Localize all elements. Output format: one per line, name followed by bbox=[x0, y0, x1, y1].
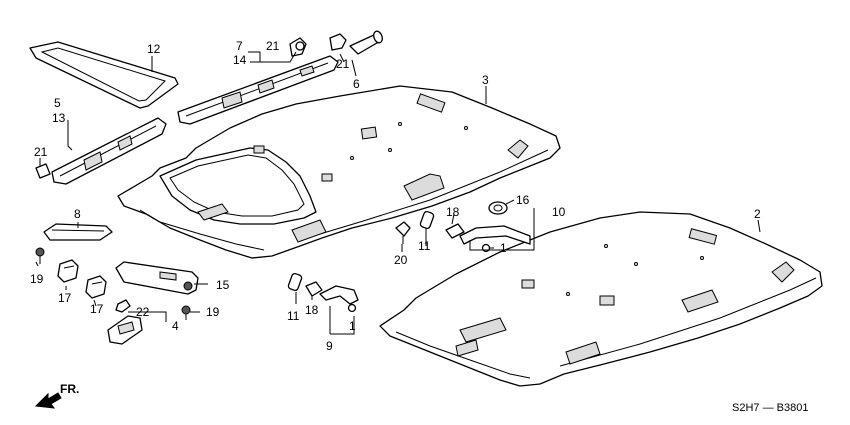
callout-22: 22 bbox=[136, 305, 150, 319]
callout-19-left: 19 bbox=[30, 272, 44, 286]
callout-9: 9 bbox=[326, 339, 333, 353]
callout-12: 12 bbox=[147, 42, 161, 56]
callout-1-left: 1 bbox=[349, 319, 356, 333]
callout-14: 14 bbox=[233, 53, 247, 67]
callout-15: 15 bbox=[216, 278, 230, 292]
part-side-rail bbox=[51, 117, 167, 185]
callout-20: 20 bbox=[394, 253, 408, 267]
callout-16: 16 bbox=[516, 193, 530, 207]
callouts: 12 7 14 21 21 6 3 5 13 21 8 19 17 17 15 … bbox=[30, 39, 761, 353]
fasteners bbox=[35, 30, 531, 320]
callout-17-a: 17 bbox=[58, 291, 72, 305]
callout-4: 4 bbox=[172, 319, 179, 333]
callout-3: 3 bbox=[482, 73, 489, 87]
part-sunroof-seal bbox=[29, 41, 179, 109]
part-sunvisor-left bbox=[43, 223, 113, 241]
part-headliner-sunroof bbox=[117, 85, 561, 259]
callout-8: 8 bbox=[74, 207, 81, 221]
callout-7: 7 bbox=[236, 39, 243, 53]
callout-21-left: 21 bbox=[34, 145, 48, 159]
callout-21-top-right: 21 bbox=[336, 57, 350, 71]
callout-13: 13 bbox=[52, 111, 66, 125]
callout-19-right: 19 bbox=[206, 305, 220, 319]
callout-11-left: 11 bbox=[287, 309, 300, 323]
callout-2: 2 bbox=[754, 207, 761, 221]
part-sunvisor-right bbox=[115, 261, 199, 295]
direction-label: FR. bbox=[60, 382, 79, 396]
part-headliner bbox=[379, 211, 823, 387]
callout-1-right: 1 bbox=[500, 241, 507, 255]
drawing-code: S2H7 — B3801 bbox=[732, 402, 808, 414]
callout-11-right: 11 bbox=[418, 239, 431, 253]
callout-10: 10 bbox=[552, 205, 566, 219]
part-visor-hook bbox=[107, 315, 143, 345]
leader-lines bbox=[35, 51, 761, 335]
callout-21-top-left: 21 bbox=[266, 39, 280, 53]
callout-5: 5 bbox=[54, 96, 61, 110]
callout-17-b: 17 bbox=[90, 302, 104, 316]
callout-18-left: 18 bbox=[305, 303, 319, 317]
part-front-rail bbox=[177, 55, 339, 125]
front-direction-arrow: FR. bbox=[34, 382, 79, 409]
callout-18-right: 18 bbox=[446, 205, 460, 219]
callout-6: 6 bbox=[353, 77, 360, 91]
